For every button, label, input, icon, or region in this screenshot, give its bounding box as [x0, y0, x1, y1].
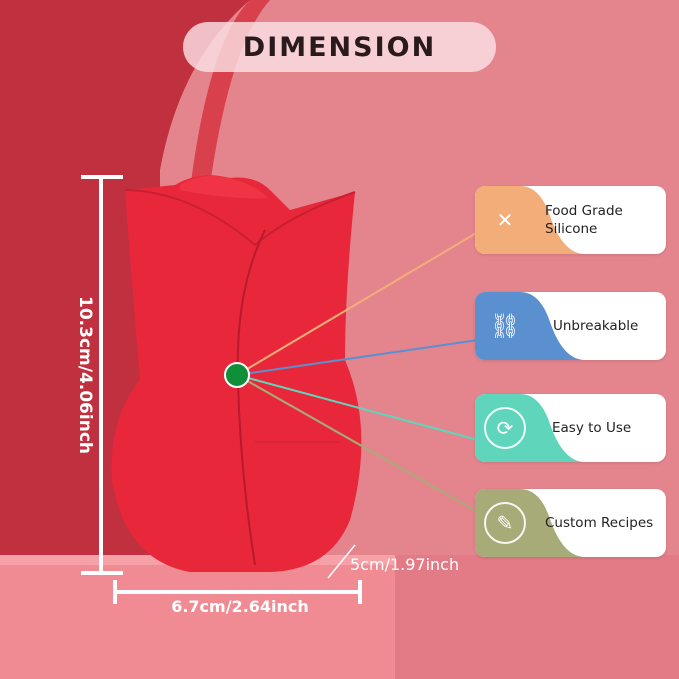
feature-label: Food Grade Silicone	[545, 203, 623, 237]
connector-recipes	[236, 374, 479, 513]
connector-food-grade	[236, 231, 479, 376]
connector-easy	[236, 374, 479, 441]
feature-card-food-grade: ✕ Food Grade Silicone	[475, 186, 666, 254]
height-dimension: 10.3cm/4.06inch	[75, 296, 95, 454]
feature-card-unbreakable: ⛓ Unbreakable	[475, 292, 666, 360]
cycle-arrows-icon: ⟳	[484, 407, 526, 449]
title-pill: DIMENSION	[183, 22, 496, 72]
feature-card-easy-to-use: ⟳ Easy to Use	[475, 394, 666, 462]
feature-card-custom-recipes: ✎ Custom Recipes	[475, 489, 666, 557]
marker-dot	[224, 362, 250, 388]
broken-link-icon: ⛓	[489, 312, 521, 340]
page-title: DIMENSION	[242, 31, 437, 63]
pedestal	[0, 555, 395, 679]
recipe-pen-icon: ✎	[484, 502, 526, 544]
feature-label: Easy to Use	[552, 420, 632, 436]
dimension-lines	[81, 175, 362, 604]
laurel-fork-knife-icon: ✕	[496, 208, 514, 232]
back-wall	[0, 0, 250, 560]
connector-unbreakable	[236, 339, 479, 376]
feature-label: Custom Recipes	[545, 515, 654, 531]
depth-dimension: 5cm/1.97inch	[350, 555, 460, 574]
width-dimension: 6.7cm/2.64inch	[171, 597, 309, 616]
feature-label: Unbreakable	[553, 318, 639, 334]
